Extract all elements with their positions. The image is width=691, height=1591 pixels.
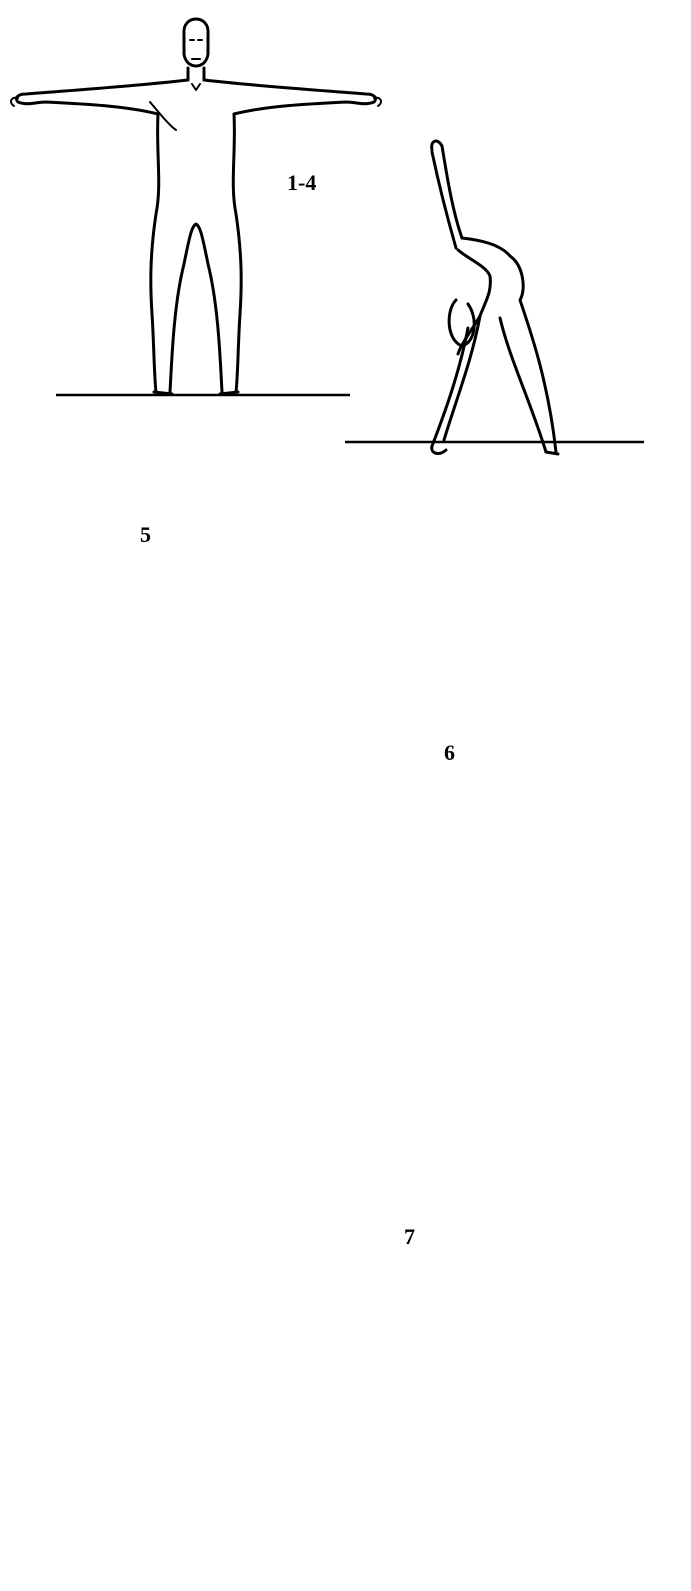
step-label-7: 7 [404,1224,415,1250]
figure-triangle-pose [432,141,558,454]
figure-standing-arms-out-1 [11,19,381,394]
step-label-6: 6 [444,740,455,766]
step-label-5: 5 [140,522,151,548]
step-label-1-4: 1-4 [287,170,316,196]
